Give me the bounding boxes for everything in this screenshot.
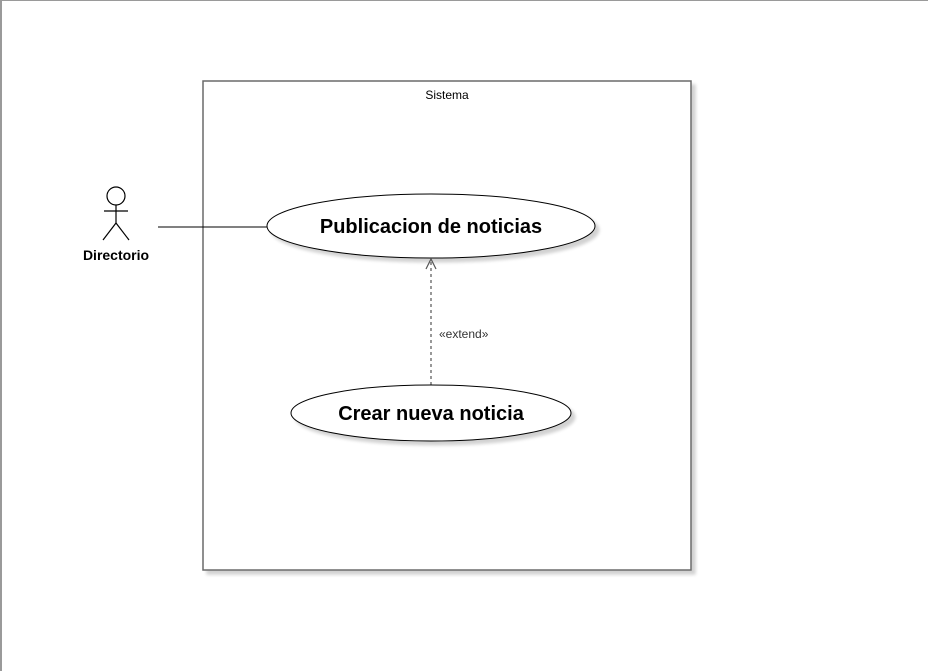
actor-stick-figure-icon — [102, 186, 130, 241]
actor-label: Directorio — [83, 247, 149, 263]
use-case-crear-nueva-noticia[interactable]: Crear nueva noticia — [290, 384, 572, 442]
extend-label: «extend» — [439, 327, 489, 341]
system-boundary-box[interactable] — [202, 80, 692, 571]
actor-directorio[interactable]: Directorio — [83, 186, 149, 263]
open-arrowhead-icon — [425, 257, 437, 270]
use-case-label: Crear nueva noticia — [338, 403, 525, 425]
system-boundary[interactable]: Sistema — [202, 80, 692, 571]
use-case-label: Publicacion de noticias — [320, 216, 542, 238]
system-boundary-label: Sistema — [425, 88, 469, 102]
extend-relationship[interactable]: «extend» — [425, 257, 489, 385]
use-case-publicacion-de-noticias[interactable]: Publicacion de noticias — [266, 193, 596, 259]
use-case-ellipse[interactable] — [290, 384, 572, 442]
